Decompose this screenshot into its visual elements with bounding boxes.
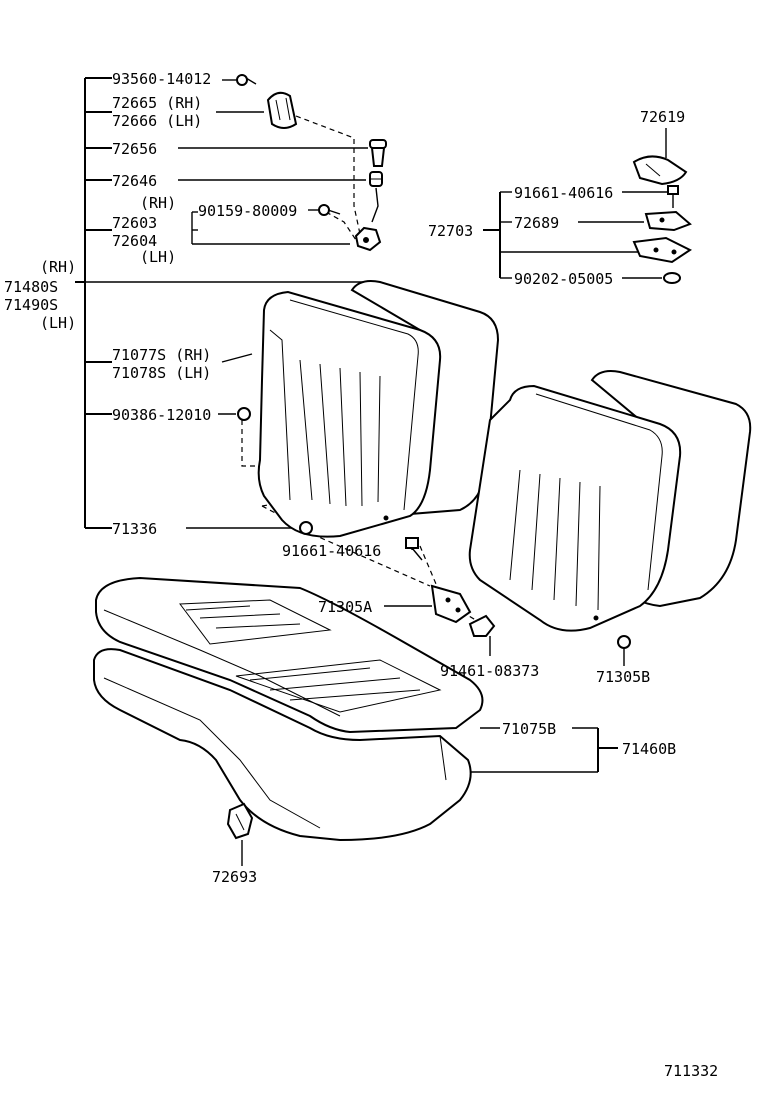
label-72646: 72646 [112,172,157,190]
label-72693: 72693 [212,868,257,886]
nut-71336-part [299,521,313,535]
label-lh-main: (LH) [40,314,76,332]
bracket-91461-part [468,614,496,656]
washer-90202-part [663,272,681,284]
clip-71305b-part [617,635,631,666]
seatback-right-cushion [468,384,682,632]
knob-72656-part [369,139,387,167]
label-rh-small: (RH) [140,194,176,212]
seatback-left-cushion [257,290,442,538]
label-71480s: 71480S [4,278,58,296]
bolt-91661-b-part [667,185,679,208]
seat-cushion-cover [95,576,484,734]
seat-cushion-frame [93,648,472,842]
label-72656: 72656 [112,140,157,158]
label-71336: 71336 [112,520,157,538]
label-90159-80009: 90159-80009 [198,202,297,220]
label-72666-lh: 72666 (LH) [112,112,202,130]
label-72703: 72703 [428,222,473,240]
hinge-71305a-part [430,584,472,624]
diagram-reference-code: 711332 [664,1062,718,1080]
hinge-72689-part [644,210,692,232]
cover-72619-part [632,155,688,186]
label-71305a: 71305A [318,598,372,616]
right-bracket-lines [483,128,668,279]
label-71075b: 71075B [502,720,556,738]
lock-72603-part [354,187,382,252]
label-72604: 72604 [112,232,157,250]
label-71078s-lh: 71078S (LH) [112,364,211,382]
label-72689: 72689 [514,214,559,232]
clip-90386-part [237,407,251,421]
left-bracket-lines [75,77,112,529]
label-90386-12010: 90386-12010 [112,406,211,424]
bracket-72703-part [632,236,692,264]
label-91661-40616-a: 91661-40616 [282,542,381,560]
label-rh-main: (RH) [40,258,76,276]
label-lh-small: (LH) [140,248,176,266]
screw-90159-part [318,204,341,216]
label-93560-14012: 93560-14012 [112,70,211,88]
label-72603: 72603 [112,214,157,232]
bolt-91661-a-part [405,537,423,561]
label-72665-rh: 72665 (RH) [112,94,202,112]
label-72619: 72619 [640,108,685,126]
bushing-72646-part [369,171,383,187]
label-90202-05005: 90202-05005 [514,270,613,288]
label-71077s-rh: 71077S (RH) [112,346,211,364]
label-91461-08373: 91461-08373 [440,662,539,680]
clip-93560-part [236,74,257,86]
label-71490s: 71490S [4,296,58,314]
label-91661-40616-b: 91661-40616 [514,184,613,202]
cover-72665-part [266,91,298,129]
label-71460b: 71460B [622,740,676,758]
clip-72693-part [226,802,254,840]
seat-bracket-lines [241,605,618,866]
label-71305b: 71305B [596,668,650,686]
leader-lines-top-left [85,79,378,529]
